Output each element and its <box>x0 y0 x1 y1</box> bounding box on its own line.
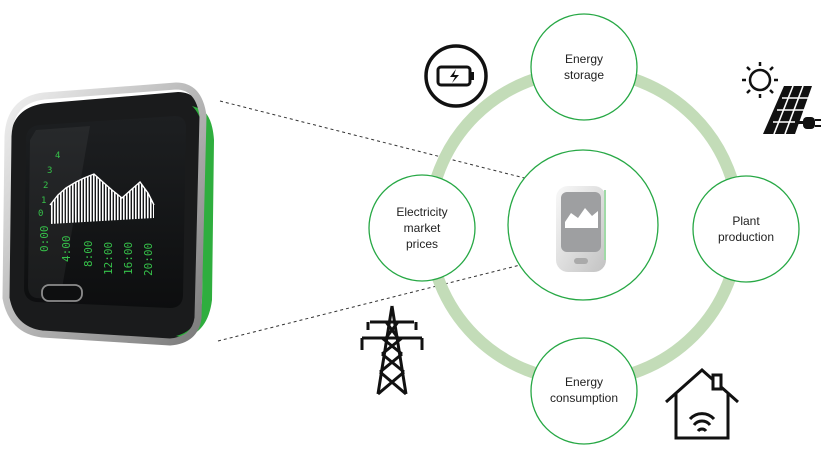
power-pylon-icon <box>360 305 424 396</box>
house-wifi-icon <box>665 367 739 440</box>
node-energy-consumption-line2: consumption <box>550 391 618 405</box>
screen-x-axis: 0:00 4:00 8:00 12:00 16:00 20:00 <box>38 226 155 277</box>
node-energy-consumption-line1: Energy <box>565 375 603 389</box>
device-screen: 4 3 2 1 0 0:00 4:00 8:00 12:00 16:00 20:… <box>38 151 155 276</box>
solar-panel-icon <box>763 85 812 135</box>
screen-y-tick: 1 <box>41 196 46 206</box>
center-device-thumbnail <box>556 186 606 272</box>
screen-x-tick: 4:00 <box>60 236 73 263</box>
screen-y-tick: 4 <box>55 151 60 161</box>
node-electricity-market-prices: Electricity market prices <box>368 174 476 282</box>
center-node <box>507 149 659 301</box>
node-market-line2: market <box>404 221 441 235</box>
battery-icon <box>424 44 488 108</box>
screen-x-tick: 0:00 <box>38 226 51 253</box>
leader-line-top <box>219 100 557 187</box>
node-energy-consumption: Energy consumption <box>530 337 638 445</box>
screen-chart-line <box>49 173 155 206</box>
node-plant-production: Plant production <box>692 175 800 283</box>
leader-line-bottom <box>217 255 557 342</box>
sun-icon <box>742 62 778 98</box>
node-energy-storage-line1: Energy <box>565 52 603 66</box>
plug-icon <box>795 117 821 129</box>
node-energy-storage-line2: storage <box>564 68 604 82</box>
node-plant-production-line2: production <box>718 230 774 244</box>
screen-chart-area <box>50 174 154 224</box>
leader-lines <box>217 100 557 342</box>
screen-y-tick: 0 <box>38 209 43 219</box>
node-plant-production-line1: Plant <box>732 214 760 228</box>
device-home-button <box>41 284 83 302</box>
screen-y-tick: 2 <box>43 181 48 191</box>
node-energy-storage: Energy storage <box>530 13 638 121</box>
screen-x-tick: 8:00 <box>82 241 95 268</box>
screen-y-axis: 4 3 2 1 0 <box>38 151 60 219</box>
screen-y-tick: 3 <box>47 166 52 176</box>
node-market-line1: Electricity <box>396 205 447 219</box>
screen-x-tick: 20:00 <box>142 243 155 276</box>
screen-x-tick: 16:00 <box>122 242 135 275</box>
energy-monitor-device: 4 3 2 1 0 0:00 4:00 8:00 12:00 16:00 20:… <box>2 82 214 346</box>
sun-solar-panel-plug-icon <box>742 62 821 135</box>
node-market-line3: prices <box>406 237 438 251</box>
screen-x-tick: 12:00 <box>102 242 115 275</box>
